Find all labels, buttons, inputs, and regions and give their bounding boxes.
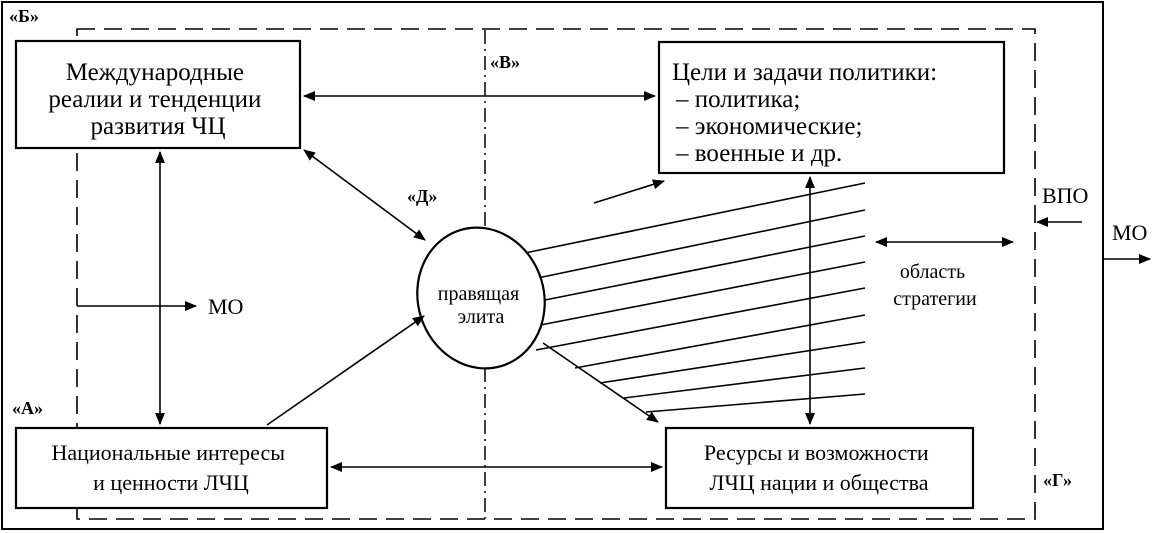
- corner-label-d: «Д»: [407, 186, 437, 206]
- goals-list: – политика; – экономические; – военные и…: [675, 86, 869, 167]
- corner-label-g: «Г»: [1043, 470, 1072, 490]
- outer-frame: [1, 1, 1104, 530]
- box-policy-goals: [657, 40, 1006, 175]
- mo-inner-label: МО: [208, 294, 243, 319]
- dashed-frame: [76, 28, 1036, 520]
- ruling-elite-text: правящая элита: [438, 283, 524, 328]
- corner-label-b: «Б»: [9, 6, 39, 26]
- box-national-interests: [14, 426, 329, 510]
- corner-label-v: «В»: [490, 52, 520, 72]
- vpo-label: ВПО: [1042, 183, 1088, 208]
- mo-outer-label: МО: [1112, 220, 1147, 245]
- national-text: Национальные интересы и ценности ЛЧЦ: [51, 440, 290, 495]
- strategy-area-label: область стратегии: [893, 261, 977, 310]
- corner-label-a: «А»: [12, 398, 43, 418]
- arrow-elite-goals: [593, 179, 665, 204]
- resources-text: Ресурсы и возможности ЛЧЦ нации и общест…: [704, 440, 934, 495]
- box-resources: [664, 426, 975, 510]
- arrow-international-elite: [303, 149, 426, 241]
- goals-title: Цели и задачи политики:: [672, 59, 937, 86]
- arrow-elite-resources: [542, 342, 659, 423]
- international-text: Международные реалии и тенденции развити…: [48, 59, 267, 140]
- arrow-national-elite: [266, 315, 425, 426]
- box-international-realities: [14, 39, 302, 150]
- strategy-area-hatching: [519, 182, 866, 413]
